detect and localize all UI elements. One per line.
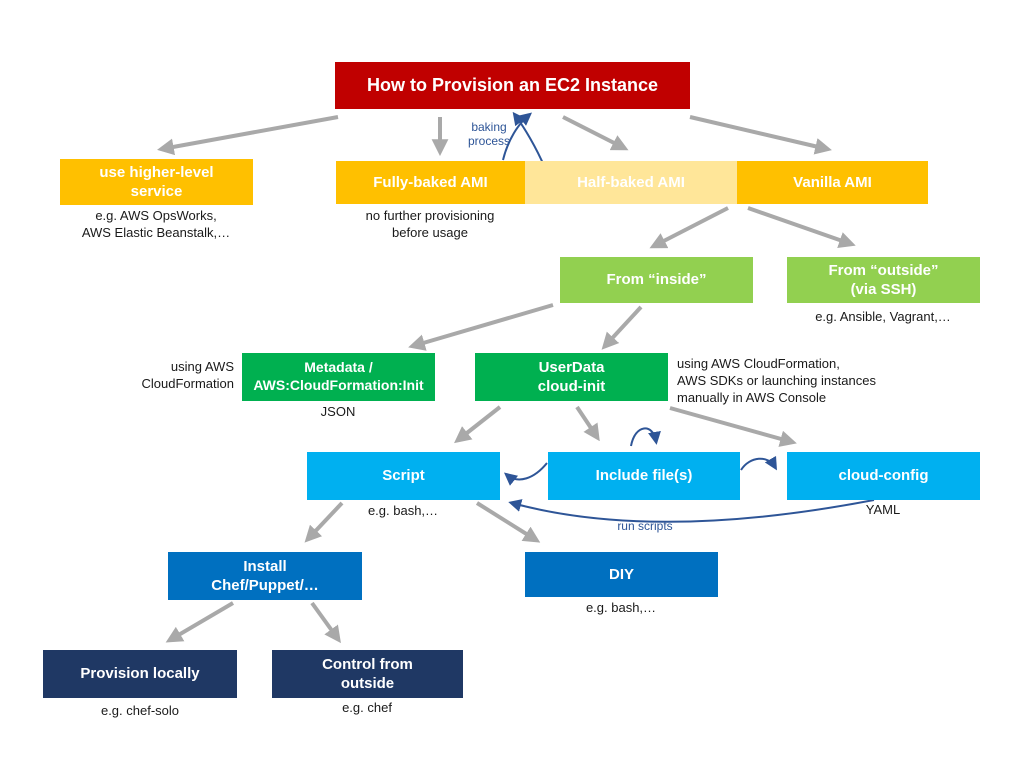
node-metadata-cloudformation-init: Metadata / AWS:CloudFormation:Init [242,353,435,401]
node-title: How to Provision an EC2 Instance [335,62,690,109]
arrow-baking-left [502,112,533,161]
note-from-outside-examples: e.g. Ansible, Vagrant,… [815,309,951,324]
node-script: Script [307,452,500,500]
arrow-title-to-vanilla [689,115,832,155]
node-use-higher-level-service: use higher-level service [60,159,253,205]
node-include-files: Include file(s) [548,452,740,500]
arrow-include-to-cloud-config [740,455,777,471]
note-higher-level-examples: e.g. AWS OpsWorks, AWS Elastic Beanstalk… [81,208,231,240]
arrow-userdata-to-include [575,405,600,442]
note-fully-baked: no further provisioning before usage [365,208,495,240]
note-script-bash: e.g. bash,… [367,503,439,518]
arrow-userdata-to-script [454,405,502,444]
arrow-ami-to-from-outside [747,206,856,249]
note-metadata-json: JSON [320,404,356,419]
node-install-chef-puppet: Install Chef/Puppet/… [168,552,362,600]
arrow-install-to-control-outside [310,601,341,644]
arrow-inside-to-userdata [601,305,643,350]
note-userdata-launch-methods: using AWS CloudFormation, AWS SDKs or la… [677,356,876,405]
note-chef: e.g. chef [342,700,392,715]
arrow-title-to-higher-level [157,115,339,156]
arrow-run-scripts [508,499,875,523]
node-vanilla-ami: Vanilla AMI [737,161,928,204]
arrow-script-to-diy [475,501,541,543]
arrow-inside-to-metadata [408,303,554,351]
node-userdata-cloud-init: UserData cloud-init [475,353,668,401]
node-from-outside: From “outside” (via SSH) [787,257,980,303]
arrow-title-to-half-baked [562,115,629,151]
node-diy: DIY [525,552,718,597]
node-control-from-outside: Control from outside [272,650,463,698]
arrow-install-to-provision-locally [165,601,235,643]
node-from-inside: From “inside” [560,257,753,303]
arrow-include-self-loop [630,427,661,447]
note-cloud-config-yaml: YAML [865,502,901,517]
label-baking-process: baking process [467,120,511,148]
arrow-include-to-script [503,462,548,486]
arrow-userdata-to-cloud-config [669,406,797,447]
note-using-aws-cloudformation: using AWS CloudFormation [141,359,235,391]
arrow-ami-to-from-inside [649,206,729,249]
node-provision-locally: Provision locally [43,650,237,698]
arrow-script-to-install [304,501,344,543]
node-cloud-config: cloud-config [787,452,980,500]
node-half-baked-ami: Half-baked AMI [525,161,737,204]
label-run-scripts: run scripts [617,519,673,533]
node-fully-baked-ami: Fully-baked AMI [336,161,525,204]
note-diy-bash: e.g. bash,… [585,600,657,615]
note-chef-solo: e.g. chef-solo [100,703,180,718]
